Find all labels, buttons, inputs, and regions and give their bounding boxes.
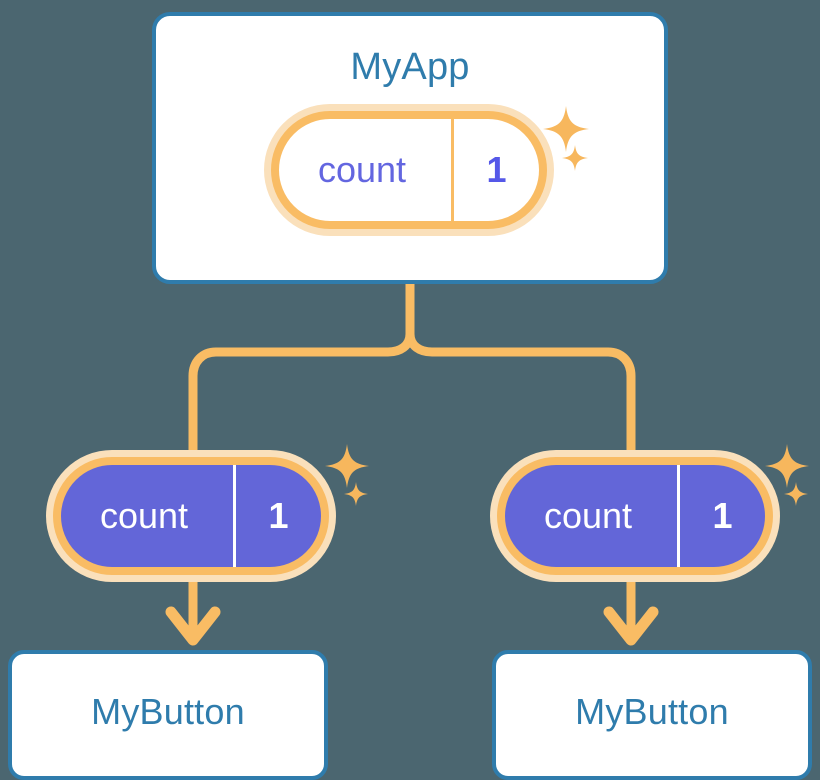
- state-pill-myapp-count[interactable]: count 1: [264, 104, 554, 236]
- arrow-left-head: [165, 606, 221, 646]
- state-name-right: count: [543, 495, 633, 536]
- state-fork-connector: [188, 279, 636, 457]
- sparkle-small-icon: [784, 482, 808, 506]
- mybutton-title-right: MyButton: [575, 691, 729, 732]
- sparkle-small-icon: [344, 482, 368, 506]
- state-pill-right-inner: count 1: [497, 457, 773, 575]
- state-pill-left-count[interactable]: count 1: [46, 450, 336, 582]
- mybutton-component-card-left[interactable]: MyButton: [8, 650, 328, 780]
- mybutton-title-left: MyButton: [91, 691, 245, 732]
- arrow-left: [165, 580, 221, 646]
- myapp-title: MyApp: [350, 46, 470, 88]
- arrow-right-head: [603, 606, 659, 646]
- state-name-myapp: count: [317, 149, 407, 190]
- arrow-right: [603, 580, 659, 646]
- sparkle-large-icon: [325, 444, 369, 488]
- state-pill-myapp-inner: count 1: [271, 111, 547, 229]
- state-value-left: 1: [233, 465, 321, 567]
- state-pill-right-count[interactable]: count 1: [490, 450, 780, 582]
- state-name-left: count: [99, 495, 189, 536]
- sparkle-large-icon: [765, 444, 809, 488]
- state-pill-left-inner: count 1: [53, 457, 329, 575]
- state-value-myapp: 1: [451, 119, 539, 221]
- mybutton-component-card-right[interactable]: MyButton: [492, 650, 812, 780]
- state-value-right: 1: [677, 465, 765, 567]
